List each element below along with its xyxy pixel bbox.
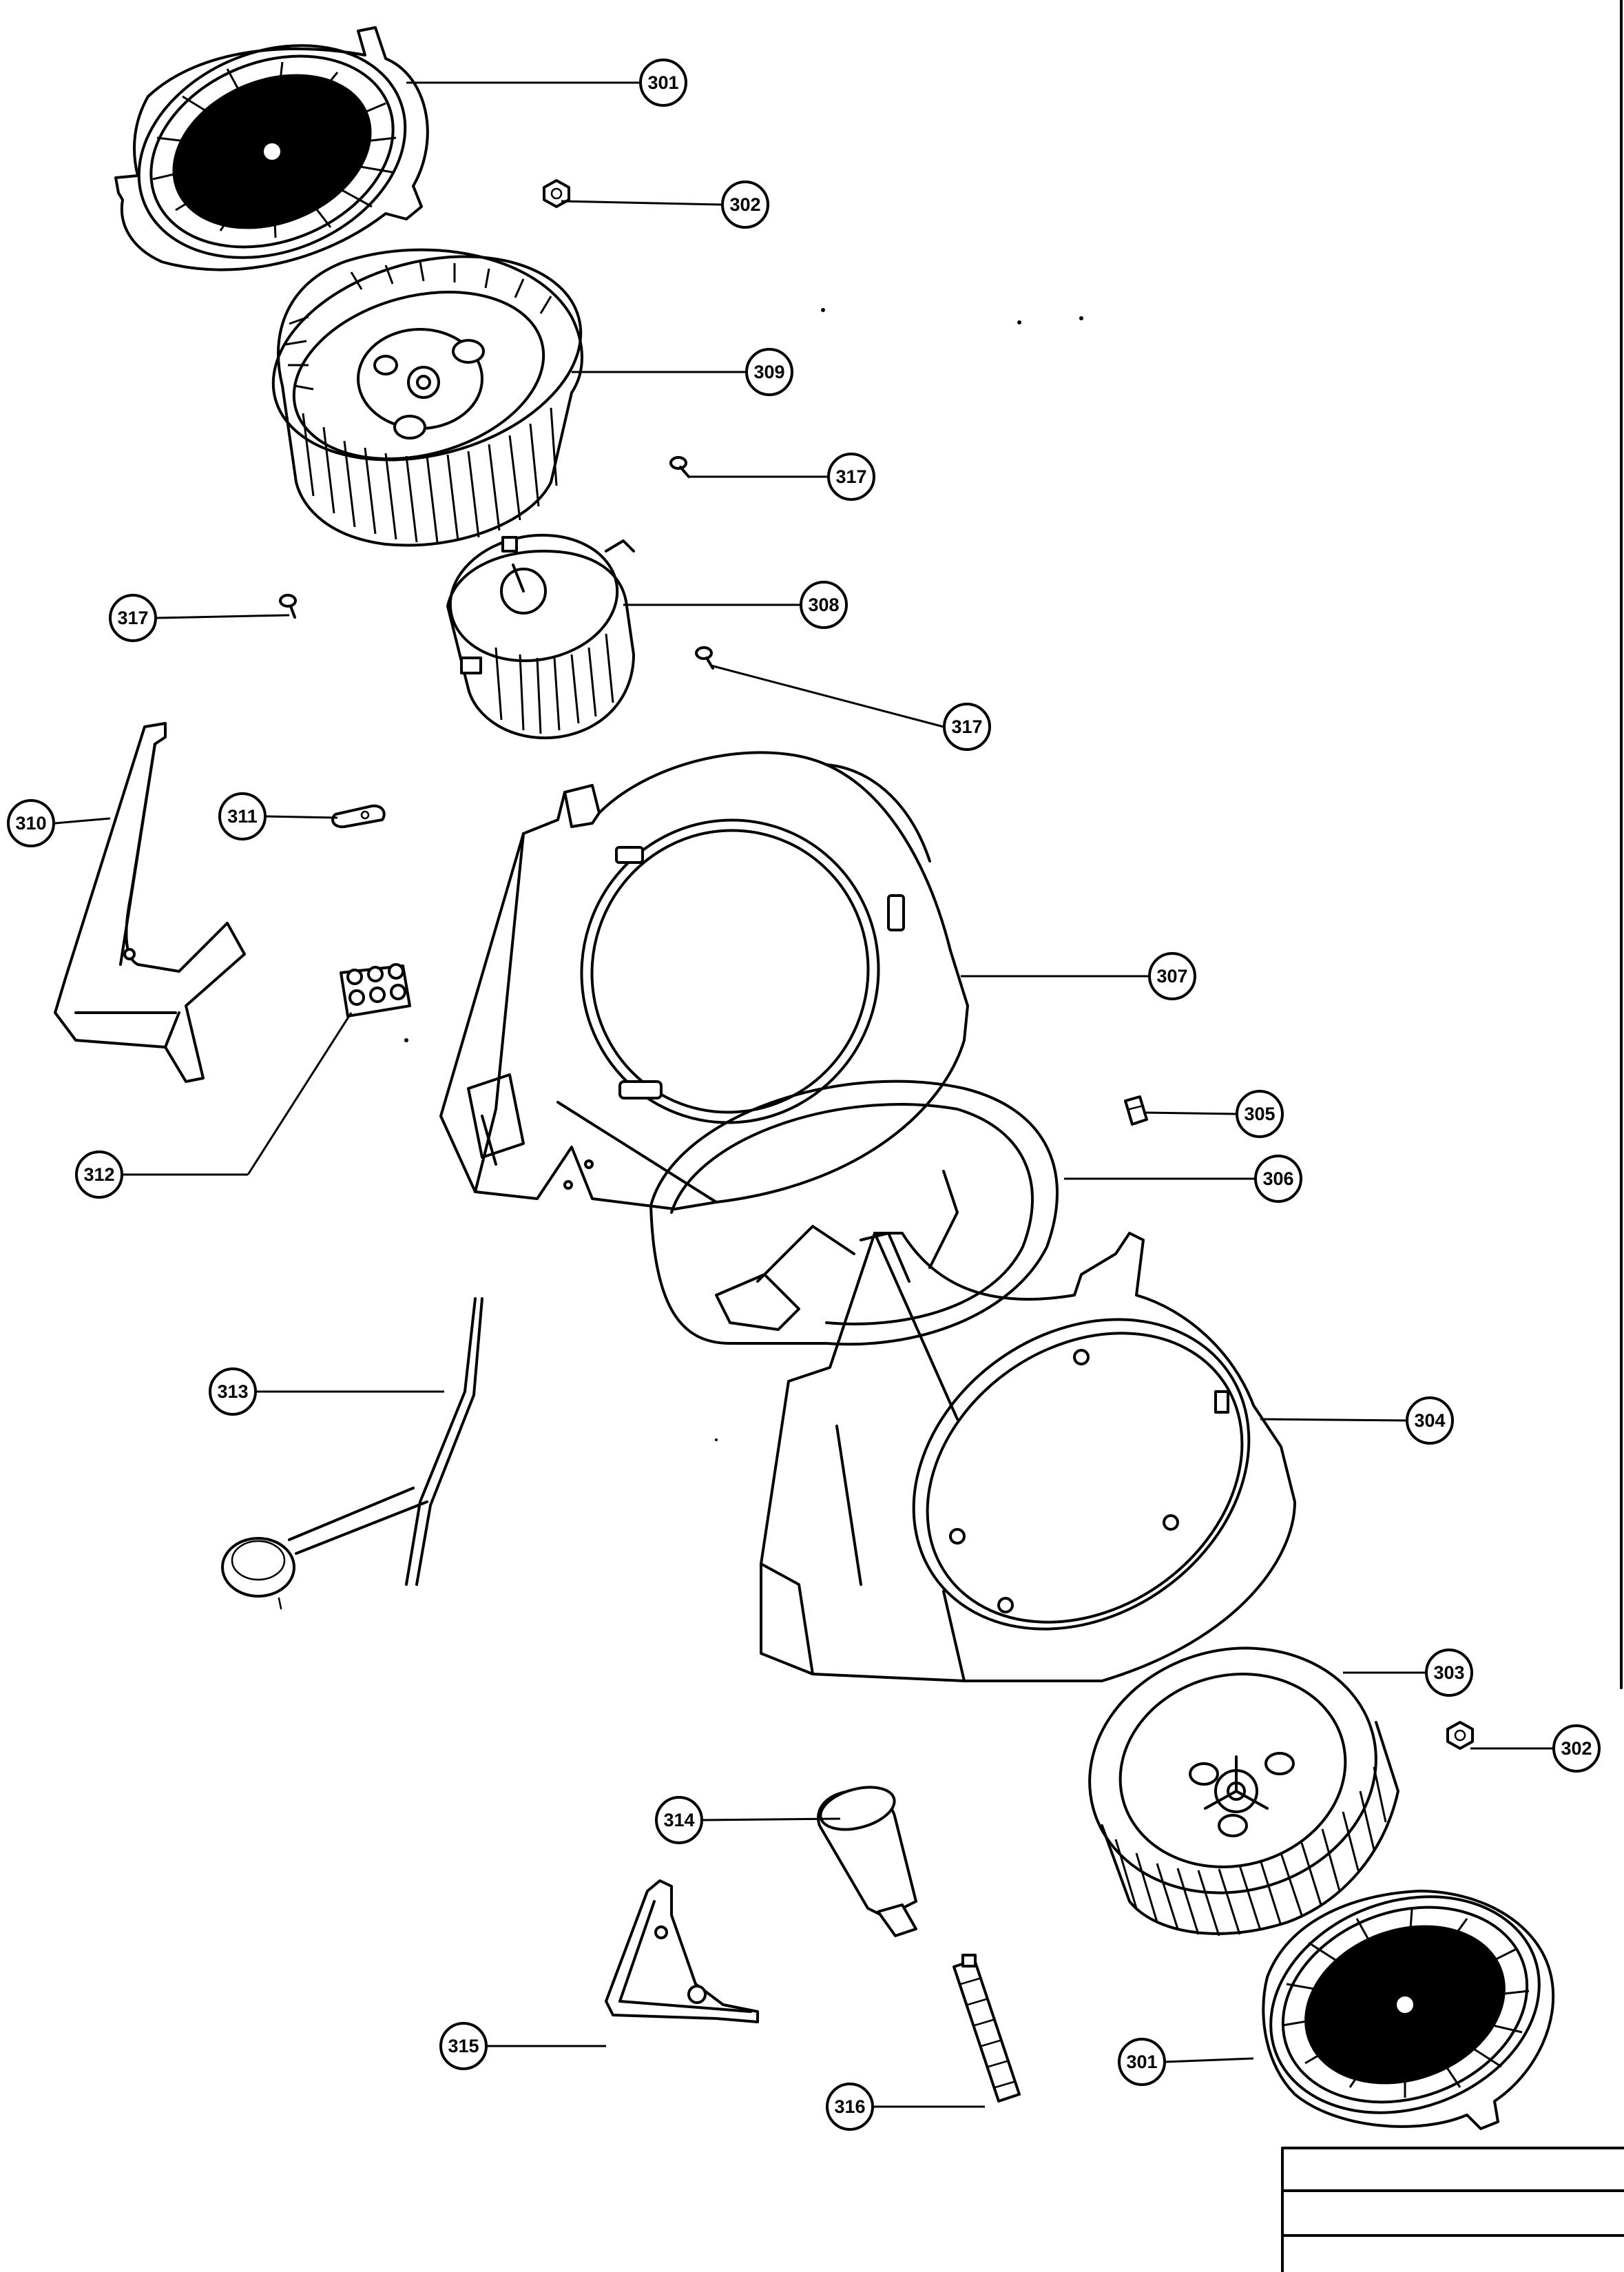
leader-lines bbox=[54, 81, 1553, 2108]
part-309-blower-wheel bbox=[271, 248, 583, 547]
callout-315: 315 bbox=[439, 2022, 488, 2070]
part-312-terminal-block bbox=[340, 963, 411, 1018]
callout-label: 309 bbox=[753, 362, 784, 382]
part-304-housing-lower bbox=[760, 1232, 1296, 1682]
callout-label: 302 bbox=[1561, 1738, 1592, 1759]
part-308-motor bbox=[446, 533, 635, 740]
part-317-screw-a bbox=[669, 456, 690, 478]
part-313-sensor-cable bbox=[221, 1297, 483, 1610]
part-310-bracket bbox=[54, 722, 246, 1083]
title-block bbox=[1281, 2147, 1624, 2272]
part-317-screw-c bbox=[695, 646, 714, 670]
part-317-screw-b bbox=[279, 594, 297, 619]
callout-310: 310 bbox=[7, 799, 55, 847]
callout-label: 305 bbox=[1244, 1104, 1275, 1124]
callout-308: 308 bbox=[800, 581, 848, 629]
callout-label: 301 bbox=[1126, 2052, 1157, 2072]
callout-317-a: 317 bbox=[827, 453, 875, 501]
part-305-clip bbox=[1124, 1095, 1148, 1126]
callout-302-top: 302 bbox=[721, 180, 769, 229]
callout-label: 302 bbox=[729, 194, 760, 215]
callout-label: 308 bbox=[808, 595, 839, 615]
callout-label: 311 bbox=[227, 806, 258, 827]
callout-label: 310 bbox=[15, 813, 46, 834]
callout-304: 304 bbox=[1406, 1396, 1454, 1445]
callout-305: 305 bbox=[1236, 1090, 1284, 1138]
callout-301-bottom: 301 bbox=[1118, 2038, 1166, 2086]
part-306-plate bbox=[649, 1080, 1059, 1346]
callout-label: 304 bbox=[1414, 1410, 1445, 1431]
callout-314: 314 bbox=[655, 1796, 703, 1844]
drawing-specks bbox=[404, 308, 1083, 1441]
callout-301-top: 301 bbox=[639, 59, 687, 107]
callout-label: 307 bbox=[1156, 966, 1187, 987]
callout-label: 317 bbox=[117, 608, 148, 628]
part-315-bracket bbox=[605, 1879, 759, 2023]
part-311-clip bbox=[331, 804, 386, 829]
callout-303: 303 bbox=[1425, 1649, 1473, 1697]
callout-316: 316 bbox=[826, 2083, 874, 2131]
callout-label: 306 bbox=[1262, 1168, 1293, 1189]
callout-302-bottom: 302 bbox=[1552, 1724, 1601, 1773]
callout-label: 317 bbox=[951, 716, 982, 737]
part-314-capacitor bbox=[817, 1786, 917, 1937]
part-301-grill-bottom bbox=[1262, 1890, 1555, 2130]
part-307-housing-upper bbox=[439, 751, 969, 1210]
callout-313: 313 bbox=[209, 1367, 257, 1416]
callout-label: 313 bbox=[217, 1381, 248, 1402]
callout-312: 312 bbox=[75, 1150, 123, 1199]
callout-317-c: 317 bbox=[943, 703, 991, 751]
callout-label: 316 bbox=[834, 2096, 865, 2117]
callout-label: 312 bbox=[83, 1164, 114, 1185]
part-301-grill-top bbox=[114, 26, 429, 271]
callout-label: 315 bbox=[448, 2036, 479, 2056]
callout-label: 317 bbox=[835, 466, 866, 487]
callout-311: 311 bbox=[218, 792, 267, 840]
part-302-nut-bottom bbox=[1446, 1721, 1474, 1750]
part-316-terminal-strip bbox=[952, 1954, 1021, 2103]
part-303-blower-wheel bbox=[1088, 1646, 1399, 1937]
part-302-nut-top bbox=[543, 179, 570, 208]
callout-307: 307 bbox=[1148, 952, 1196, 1000]
callout-label: 301 bbox=[647, 72, 678, 93]
callout-306: 306 bbox=[1254, 1155, 1302, 1203]
callout-label: 303 bbox=[1433, 1662, 1464, 1683]
callout-label: 314 bbox=[663, 1810, 694, 1830]
callout-309: 309 bbox=[745, 348, 793, 396]
callout-317-b: 317 bbox=[109, 594, 157, 642]
